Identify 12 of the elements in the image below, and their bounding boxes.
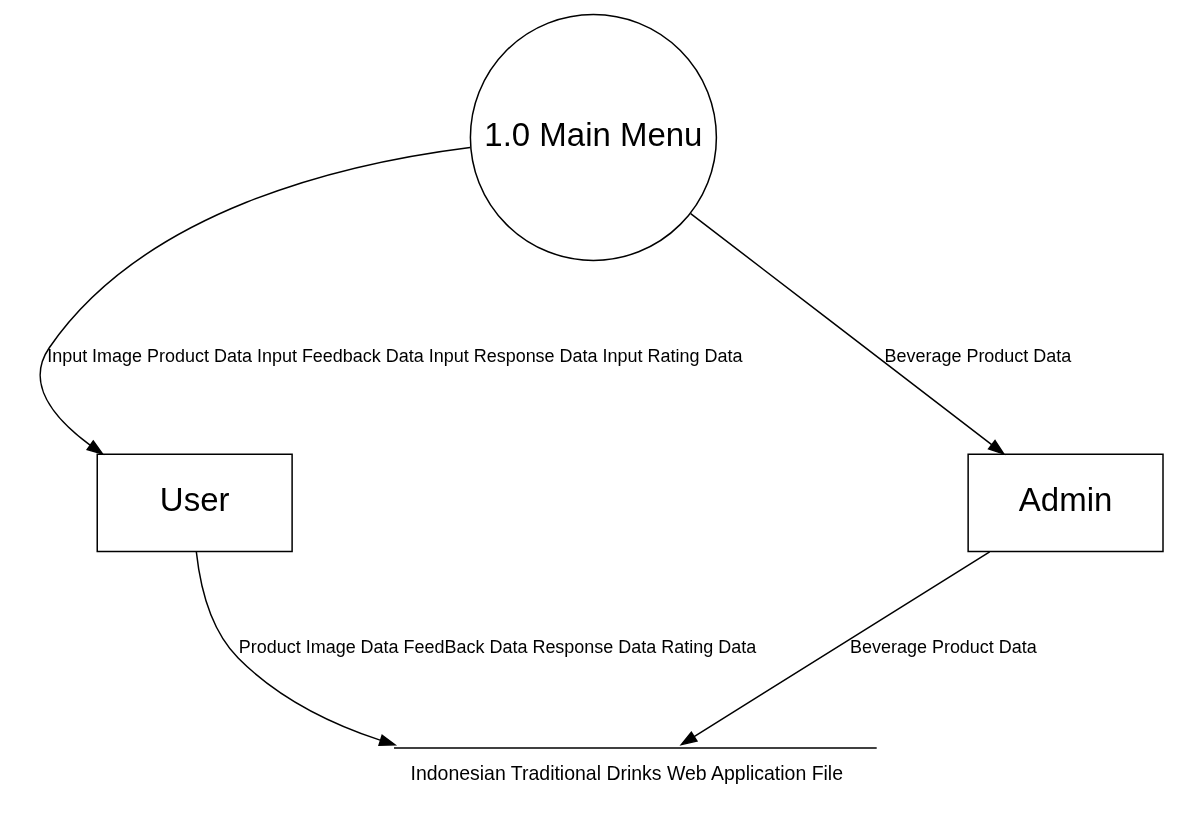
edge-label: Beverage Product Data (849, 636, 1037, 657)
arrow (689, 212, 1006, 456)
arrow (679, 551, 990, 746)
edge-label: Beverage Product Data (883, 346, 1071, 367)
node-box: User (96, 453, 293, 553)
edge-label: Product Image Data FeedBack Data Response Data Rating Data (238, 636, 756, 657)
node-box: Admin (966, 453, 1164, 553)
arrow (195, 551, 397, 747)
arrow (38, 146, 471, 456)
node-text: Indonesian Traditional Drinks Web Application File (410, 762, 843, 785)
edge-label: Input Image Product Data Input Feedback Data Input Response Data Input Rating Data (46, 346, 742, 367)
node-circle: 1.0 Main Menu (469, 13, 717, 262)
